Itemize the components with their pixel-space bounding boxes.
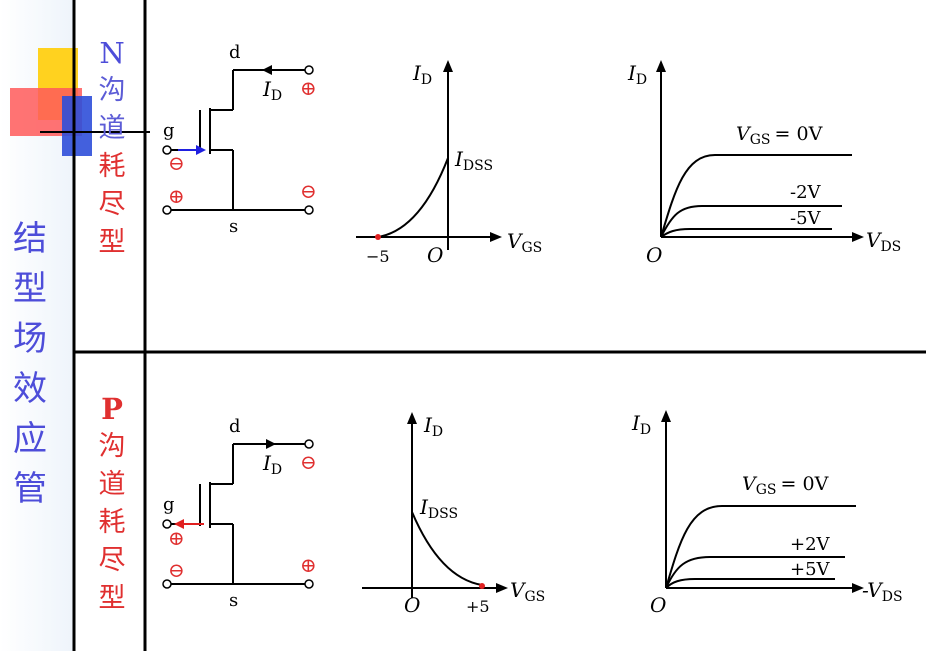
row-n-letter: N	[99, 36, 125, 70]
row-n-terminals	[162, 65, 314, 215]
row-p-chars-bottom: 耗尽型	[98, 507, 126, 614]
row-p-output-curve-2v: +2V	[790, 534, 831, 555]
row-n-transfer-origin: O	[427, 243, 443, 267]
row-p-transfer-y-arrow	[407, 412, 417, 424]
row-n-gate-label: g	[163, 120, 175, 141]
row-n-minus-gate: ⊖	[168, 151, 185, 175]
row-p-circuit	[170, 443, 306, 585]
row-p-plus-gate: ⊕	[168, 526, 185, 550]
row-p-transfer-pinchoff-dot	[479, 583, 485, 589]
row-n-gate-arrow	[196, 145, 206, 155]
row-n-chars-top: 沟道	[98, 75, 126, 144]
row-n-transfer-y-arrow	[443, 60, 453, 72]
decor-blue-square	[62, 96, 92, 156]
row-p-gate-arrow	[174, 519, 184, 529]
row-p-output-axes	[665, 418, 856, 589]
row-p-transfer-x-arrow	[496, 583, 508, 593]
row-p-source-label: s	[229, 590, 238, 611]
row-n-output-x-arrow	[852, 232, 864, 242]
row-p-gate-label: g	[163, 494, 175, 515]
row-n-label: N 沟道 耗尽型	[92, 34, 132, 262]
row-n-output-curve-0v: VGS= 0V	[736, 123, 823, 148]
row-n-output-y-arrow	[656, 60, 666, 72]
row-p-transfer-ylabel: ID	[423, 413, 443, 440]
row-p-letter: P	[101, 392, 123, 426]
row-p-chars-top: 沟道	[98, 431, 126, 500]
main-title: 结型场效应管	[6, 214, 54, 514]
row-p-plus-right: ⊕	[300, 553, 317, 577]
row-p-output-origin: O	[650, 593, 666, 617]
row-n-chars-bottom: 耗尽型	[98, 151, 126, 258]
row-n-circuit	[170, 69, 306, 211]
row-n-output-curve-5v: -5V	[790, 208, 822, 229]
row-p-output-xlabel: -VDS	[862, 578, 903, 605]
row-n-output-ylabel: ID	[627, 61, 647, 88]
row-n-output-xlabel: VDS	[866, 228, 901, 255]
main-title-char: 应	[13, 419, 47, 459]
main-title-char: 场	[13, 319, 47, 359]
main-title-char: 结	[13, 219, 47, 259]
row-n-plus-top: ⊕	[300, 76, 317, 100]
row-n-source-label: s	[229, 216, 238, 237]
row-p-transfer-xlabel: VGS	[510, 578, 545, 605]
row-p-id-label: ID	[262, 451, 282, 478]
row-n-output-origin: O	[646, 243, 662, 267]
row-n-drain-label: d	[229, 42, 241, 63]
row-p-drain-label: d	[229, 416, 241, 437]
row-p-transfer-axes	[362, 420, 500, 598]
row-p-output-ylabel: ID	[631, 411, 651, 438]
row-p-id-arrow	[266, 439, 276, 449]
row-n-transfer-idss: IDSS	[454, 147, 493, 174]
row-p-transfer-tick: +5	[466, 597, 490, 616]
row-p-minus-bottom: ⊖	[168, 558, 185, 582]
row-n-output-axes	[660, 68, 856, 238]
row-p-output-curve-5v: +5V	[790, 559, 831, 580]
main-title-char: 型	[13, 269, 47, 309]
row-p-label: P 沟道 耗尽型	[92, 390, 132, 618]
row-p-output-y-arrow	[661, 410, 671, 422]
row-n-transfer-pinchoff-dot	[375, 234, 381, 240]
row-n-id-arrow	[262, 65, 272, 75]
row-p-output-x-arrow	[852, 583, 864, 593]
row-p-transfer-idss: IDSS	[419, 495, 458, 522]
row-n-output-curve-2v: -2V	[790, 182, 822, 203]
row-n-minus-right: ⊖	[300, 179, 317, 203]
row-p-terminals	[162, 439, 314, 589]
row-n-transfer-xlabel: VGS	[507, 229, 542, 256]
row-n-transfer-ylabel: ID	[412, 61, 432, 88]
main-title-char: 管	[13, 469, 47, 509]
decor-logo	[10, 48, 150, 156]
row-p-transfer-origin: O	[404, 593, 420, 617]
row-p-output-curve-0v: VGS= 0V	[742, 473, 829, 498]
row-n-id-label: ID	[262, 77, 282, 104]
main-title-char: 效	[13, 369, 47, 409]
row-n-plus-bottom: ⊕	[168, 184, 185, 208]
row-p-minus-top: ⊖	[300, 450, 317, 474]
row-n-transfer-tick: −5	[366, 247, 390, 266]
row-n-transfer-x-arrow	[490, 232, 502, 242]
